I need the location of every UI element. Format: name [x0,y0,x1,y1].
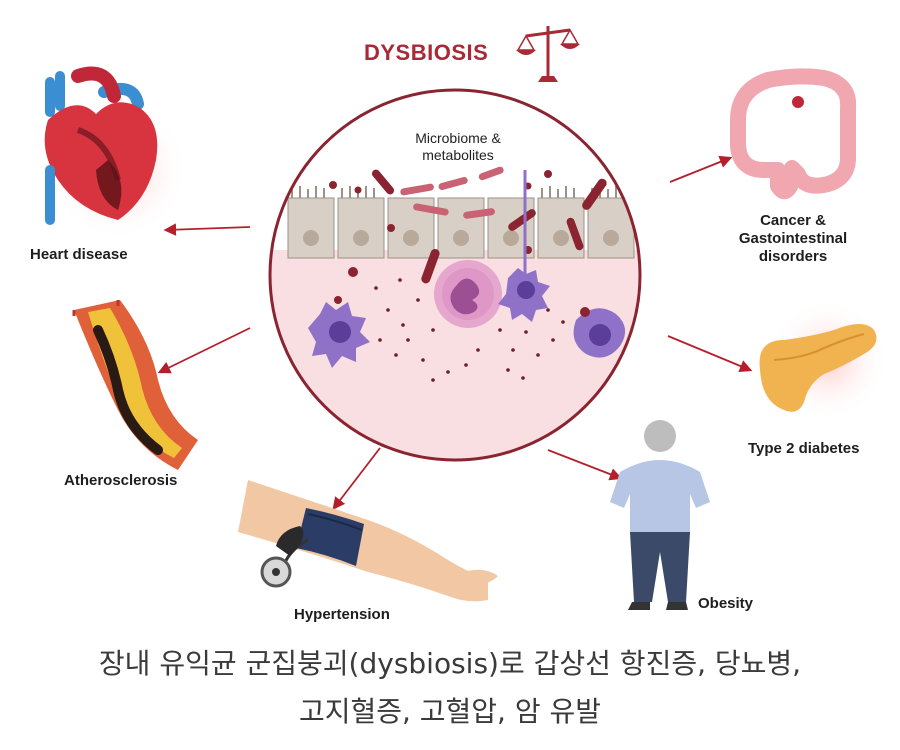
atherosclerosis-label: Atherosclerosis [64,472,178,489]
cancer-label-line3: disorders [758,248,828,265]
immune-cells [308,170,626,368]
caption-line1: 장내 유익균 군집붕괴(dysbiosis)로 갑상선 항진증, 당뇨병, [98,647,802,680]
microbiome-label-line1: Microbiome & [415,130,501,146]
arrows [157,155,753,510]
arrow-heart [163,223,251,236]
balance-scale-icon [516,26,580,82]
hypertension-label: Hypertension [294,606,390,623]
arrow-atherosclerosis [157,327,251,374]
pancreas-illustration [759,300,888,420]
cancer-gi-label: Cancer & Gastointestinal disorders [728,212,858,266]
arrow-hypertension [332,447,381,510]
diagram-title: DYSBIOSIS [364,40,489,65]
caption-line2: 고지혈증, 고혈압, 암 유발 [298,695,602,728]
arrow-cancer [669,155,733,183]
dysbiosis-figure: DYSBIOSIS Microbiome & metabolites Heart… [8,10,892,624]
heart-illustration [44,66,188,240]
blood-pressure-cuff-illustration [238,480,498,602]
type2-diabetes-label: Type 2 diabetes [748,440,860,457]
person-illustration [610,420,710,610]
microbiome-label: Microbiome & metabolites [388,130,528,164]
colon-illustration [730,68,857,200]
cancer-label-line2: Gastointestinal [738,230,848,247]
obesity-label: Obesity [698,595,754,612]
arrow-obesity [547,449,623,481]
caption: 장내 유익균 군집붕괴(dysbiosis)로 갑상선 항진증, 당뇨병, 고지… [0,640,900,736]
diagram-svg [44,26,888,610]
heart-disease-label: Heart disease [30,246,128,263]
arrow-diabetes [667,335,753,372]
microbiome-label-line2: metabolites [422,147,494,163]
cancer-label-line1: Cancer & [760,212,826,229]
artery-illustration [72,300,198,470]
